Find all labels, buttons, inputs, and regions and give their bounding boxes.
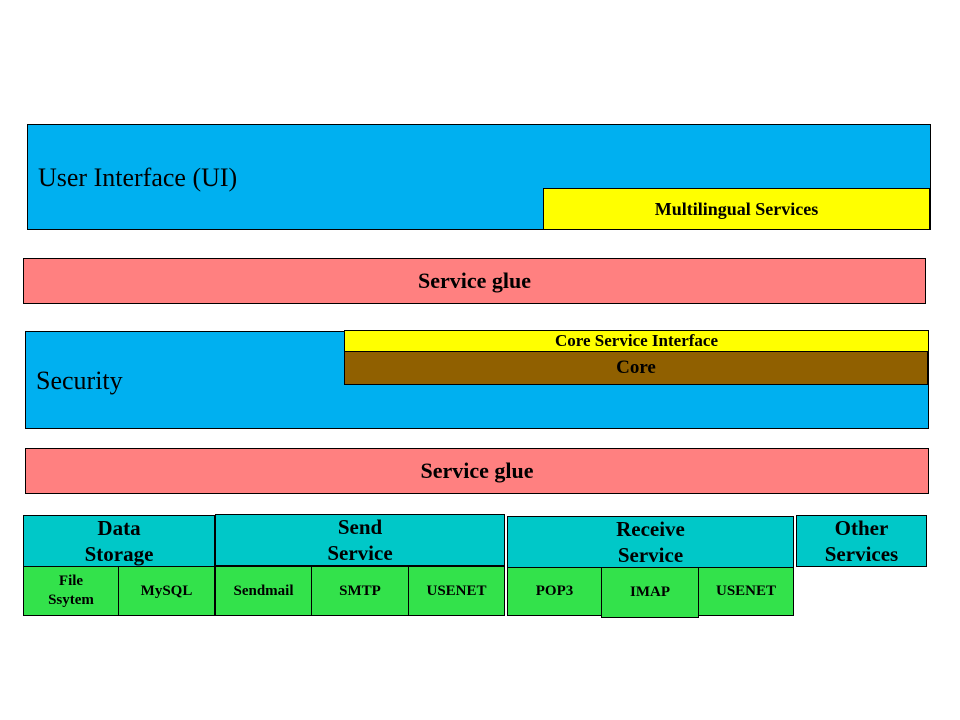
core-box: Core — [344, 351, 928, 385]
multilingual-services-box: Multilingual Services — [543, 188, 930, 230]
data-storage-item-file-system: File Ssytem — [23, 566, 119, 616]
service-glue-bottom: Service glue — [25, 448, 929, 494]
service-glue-top: Service glue — [23, 258, 926, 304]
core-service-interface-box: Core Service Interface — [344, 330, 929, 352]
send-service-item-sendmail: Sendmail — [215, 566, 312, 616]
ui-layer: User Interface (UI) — [27, 124, 931, 230]
receive-service-item-usenet: USENET — [698, 567, 794, 616]
data-storage-item-mysql: MySQL — [118, 566, 215, 616]
send-service-header: Send Service — [215, 514, 505, 566]
data-storage-header: Data Storage — [23, 515, 215, 567]
receive-service-header: Receive Service — [507, 516, 794, 568]
send-service-item-usenet: USENET — [408, 566, 505, 616]
ui-layer-label: User Interface (UI) — [38, 163, 238, 192]
receive-service-item-pop3: POP3 — [507, 567, 602, 616]
other-services-header: Other Services — [796, 515, 927, 567]
receive-service-item-imap: IMAP — [601, 567, 699, 618]
send-service-item-smtp: SMTP — [311, 566, 409, 616]
security-layer-label: Security — [36, 366, 123, 395]
